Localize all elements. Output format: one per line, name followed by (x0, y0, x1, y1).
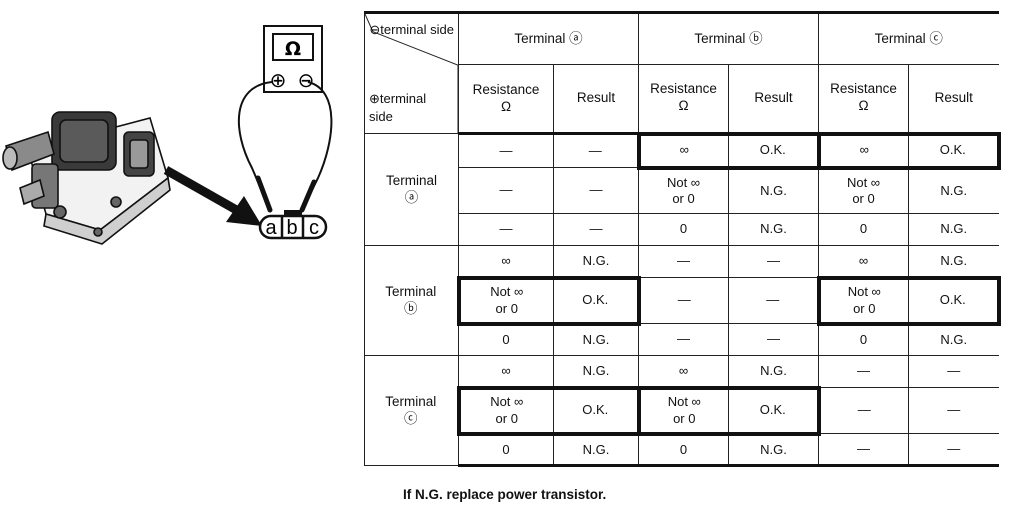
resistance-cell: Not ∞or 0 (456, 385, 554, 436)
resistance-cell: — (818, 355, 910, 388)
resistance-cell: ∞ (458, 355, 554, 388)
ohmmeter-test-diagram: Ω ⊕ ⊖ a b c (2, 25, 333, 245)
resistance-cell: — (638, 323, 730, 356)
resistance-check-table: ⊖terminal side ⊕terminal side Terminal ⓐ… (364, 11, 1001, 467)
resistance-cell: 0 (458, 323, 554, 356)
result-cell: — (908, 433, 999, 467)
result-cell: N.G. (552, 323, 640, 356)
resistance-cell: — (818, 433, 910, 467)
result-cell: O.K. (728, 131, 821, 170)
terminal-label-a: a (265, 217, 277, 239)
resistance-cell: ∞ (636, 131, 730, 170)
corner-header: ⊖terminal side ⊕terminal side (364, 11, 459, 134)
probe-tips (255, 175, 317, 213)
result-header: Result (728, 64, 820, 135)
plus-terminal-icon: ⊕ (270, 70, 287, 92)
result-cell: N.G. (908, 167, 999, 214)
plus-terminal-side-label: ⊕terminal side (369, 91, 427, 124)
result-cell: — (728, 245, 820, 278)
resistance-cell: — (458, 133, 554, 168)
resistance-cell: — (638, 277, 730, 324)
result-cell: — (728, 277, 820, 324)
resistance-cell: 0 (638, 433, 730, 467)
minus-terminal-icon: ⊖ (298, 70, 315, 92)
minus-terminal-side-label: ⊖terminal side (369, 22, 454, 37)
resistance-cell: Not ∞or 0 (818, 167, 910, 214)
result-cell: — (908, 387, 999, 434)
resistance-cell: ∞ (638, 355, 730, 388)
result-cell: O.K. (908, 275, 1001, 326)
resistance-cell: 0 (638, 213, 730, 246)
resistance-cell: — (818, 387, 910, 434)
component-illustration: Ω ⊕ ⊖ a b c (0, 0, 360, 300)
result-cell: — (552, 167, 640, 214)
result-header: Result (908, 64, 999, 135)
resistance-cell: Not ∞or 0 (816, 275, 910, 326)
pointer-arrow (163, 166, 262, 226)
terminal-label-b: b (286, 217, 297, 239)
resistance-cell: — (458, 213, 554, 246)
result-cell: N.G. (728, 355, 820, 388)
connector-terminals: a b c (258, 210, 328, 240)
result-cell: N.G. (552, 355, 640, 388)
column-group-terminal-b: Terminal ⓑ (638, 11, 820, 65)
resistance-cell: Not ∞or 0 (456, 275, 554, 326)
result-cell: N.G. (552, 245, 640, 278)
result-cell: N.G. (728, 433, 820, 467)
resistance-cell: ∞ (818, 245, 910, 278)
resistance-cell: ∞ (458, 245, 554, 278)
ignition-coil-drawing (2, 111, 171, 245)
result-cell: N.G. (908, 245, 999, 278)
result-cell: — (728, 323, 820, 356)
column-group-terminal-c: Terminal ⓒ (818, 11, 999, 65)
resistance-cell: — (638, 245, 730, 278)
result-cell: N.G. (552, 433, 640, 467)
ohm-symbol: Ω (285, 38, 301, 60)
result-cell: — (552, 133, 640, 168)
result-cell: — (552, 213, 640, 246)
result-cell: O.K. (552, 385, 641, 436)
resistance-cell: ∞ (816, 131, 910, 170)
result-cell: N.G. (908, 213, 999, 246)
result-cell: O.K. (908, 131, 1001, 170)
resistance-cell: 0 (458, 433, 554, 467)
resistance-cell: 0 (818, 213, 910, 246)
result-cell: N.G. (728, 213, 820, 246)
result-header: Result (552, 64, 640, 135)
resistance-cell: 0 (818, 323, 910, 356)
result-cell: — (908, 355, 999, 388)
probe-wires (237, 81, 333, 211)
result-cell: O.K. (728, 385, 821, 436)
resistance-cell: Not ∞or 0 (636, 385, 730, 436)
resistance-cell: — (458, 167, 554, 214)
footnote: If N.G. replace power transistor. (403, 487, 607, 502)
result-cell: N.G. (908, 323, 999, 356)
resistance-table-container: ⊖terminal side ⊕terminal side Terminal ⓐ… (364, 11, 1001, 467)
result-cell: N.G. (728, 167, 820, 214)
resistance-cell: Not ∞or 0 (638, 167, 730, 214)
ohmmeter: Ω ⊕ ⊖ (263, 25, 323, 93)
column-group-terminal-a: Terminal ⓐ (457, 11, 640, 65)
diagonal-divider (365, 14, 458, 133)
terminal-label-c: c (309, 217, 319, 239)
result-cell: O.K. (552, 275, 641, 326)
